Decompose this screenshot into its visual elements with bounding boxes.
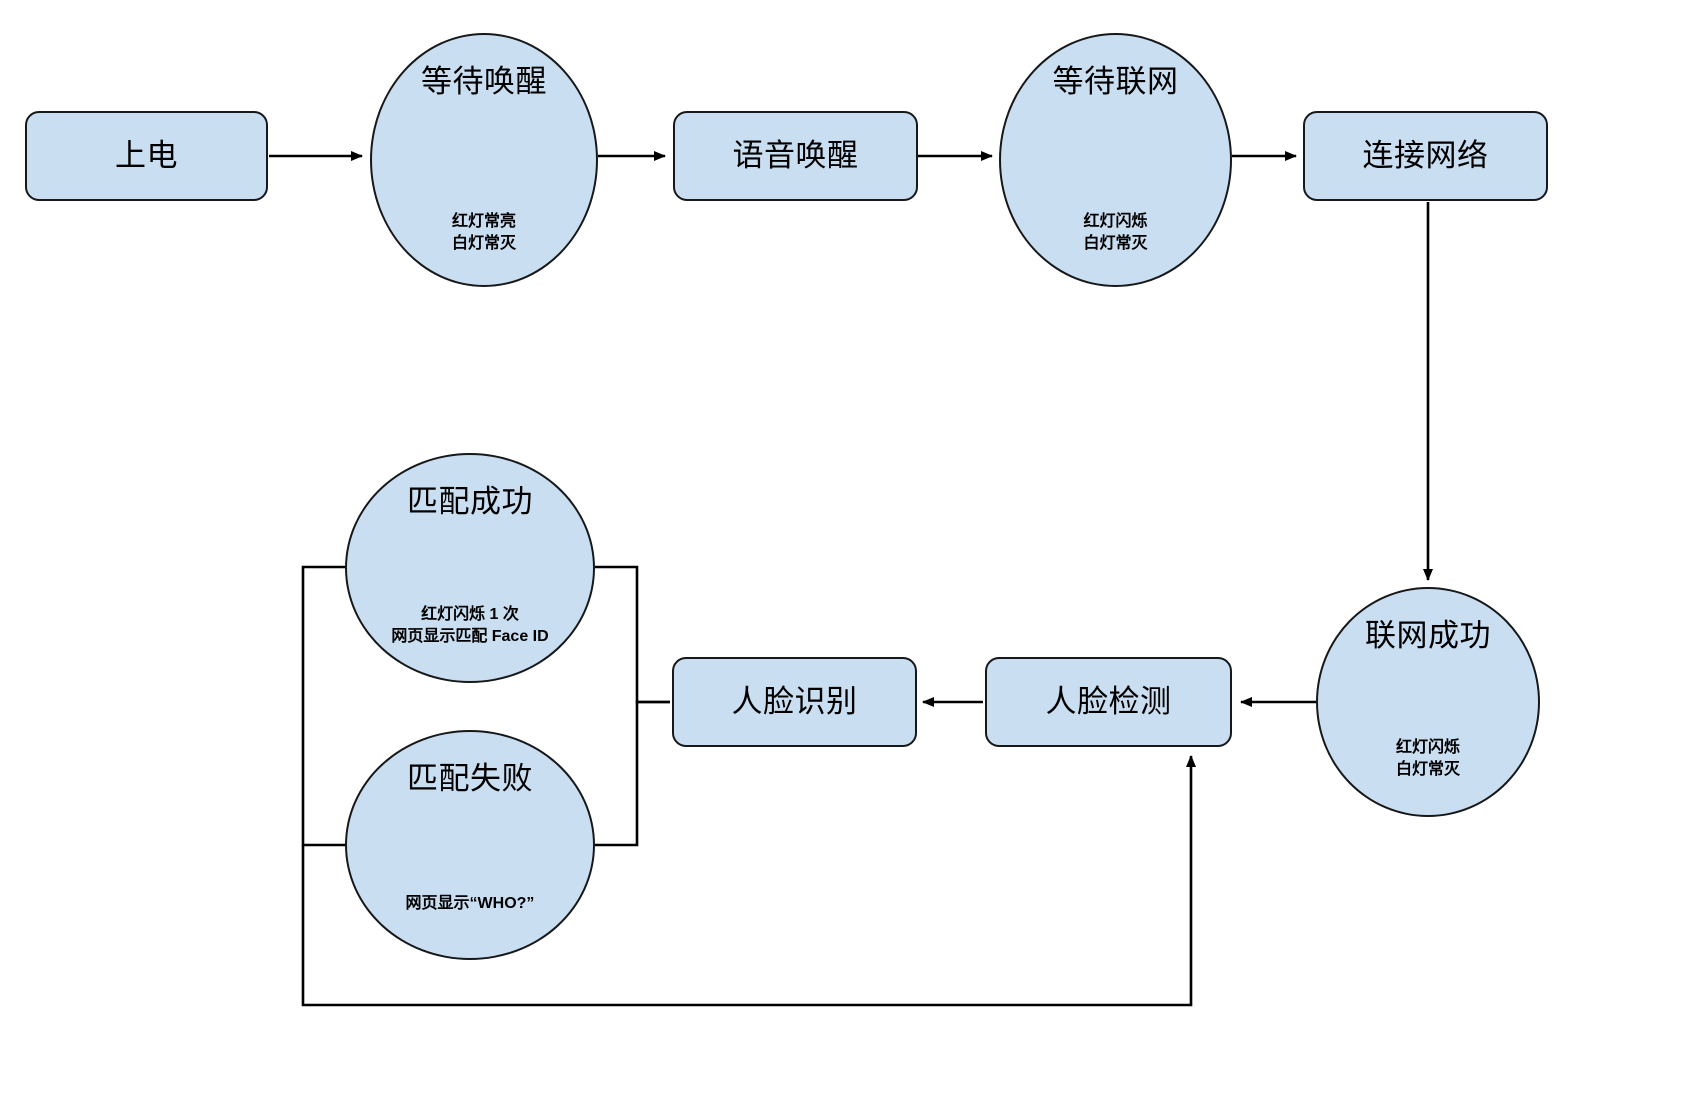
node-match-fail-label: 匹配失败 — [407, 761, 533, 796]
node-face-detect[interactable]: 人脸检测 — [985, 657, 1232, 747]
node-wait-wakeup-subtext-line-2: 白灯常灭 — [451, 234, 516, 252]
node-wait-wakeup-subtext-line-1: 红灯常亮 — [451, 213, 516, 230]
node-network-success[interactable]: 联网成功 红灯闪烁 白灯常灭 — [1316, 587, 1540, 817]
node-network-success-subtext-line-1: 红灯闪烁 — [1395, 739, 1460, 756]
node-connect-network-label: 连接网络 — [1362, 137, 1489, 173]
node-match-success-subtext: 红灯闪烁 1 次 网页显示匹配 Face ID — [347, 604, 593, 647]
node-power-on-label: 上电 — [115, 137, 178, 173]
node-network-success-subtext: 红灯闪烁 白灯常灭 — [1318, 737, 1538, 780]
node-face-detect-label: 人脸检测 — [1045, 683, 1172, 719]
node-network-success-subtext-line-2: 白灯常灭 — [1395, 760, 1460, 778]
node-power-on[interactable]: 上电 — [25, 111, 268, 201]
node-wait-wakeup[interactable]: 等待唤醒 红灯常亮 白灯常灭 — [370, 33, 598, 287]
node-voice-wakeup[interactable]: 语音唤醒 — [673, 111, 918, 201]
node-match-fail-subtext-line-1: 网页显示“WHO?” — [405, 895, 535, 912]
node-wait-network[interactable]: 等待联网 红灯闪烁 白灯常灭 — [999, 33, 1232, 287]
node-wait-wakeup-label: 等待唤醒 — [421, 64, 547, 99]
node-match-fail-subtext: 网页显示“WHO?” — [347, 893, 593, 915]
node-face-recognize[interactable]: 人脸识别 — [672, 657, 917, 747]
node-match-success[interactable]: 匹配成功 红灯闪烁 1 次 网页显示匹配 Face ID — [345, 453, 595, 683]
node-wait-network-subtext-line-2: 白灯常灭 — [1083, 234, 1148, 252]
node-connect-network[interactable]: 连接网络 — [1303, 111, 1548, 201]
node-wait-network-subtext-line-1: 红灯闪烁 — [1083, 213, 1148, 230]
node-match-fail[interactable]: 匹配失败 网页显示“WHO?” — [345, 730, 595, 960]
node-match-success-label: 匹配成功 — [407, 484, 533, 519]
edge-face-recognize-to-match-success — [595, 565, 670, 704]
edge-face-recognize-to-match-fail — [595, 700, 670, 847]
node-face-recognize-label: 人脸识别 — [731, 683, 858, 719]
node-network-success-label: 联网成功 — [1365, 618, 1491, 653]
node-voice-wakeup-label: 语音唤醒 — [732, 137, 859, 173]
node-match-success-subtext-line-2: 网页显示匹配 Face ID — [391, 627, 549, 645]
node-wait-network-subtext: 红灯闪烁 白灯常灭 — [1001, 211, 1230, 254]
edge-match-success-left-rail — [301, 565, 347, 847]
node-wait-network-label: 等待联网 — [1052, 64, 1179, 99]
node-match-success-subtext-line-1: 红灯闪烁 1 次 — [421, 606, 519, 623]
node-wait-wakeup-subtext: 红灯常亮 白灯常灭 — [372, 211, 596, 254]
